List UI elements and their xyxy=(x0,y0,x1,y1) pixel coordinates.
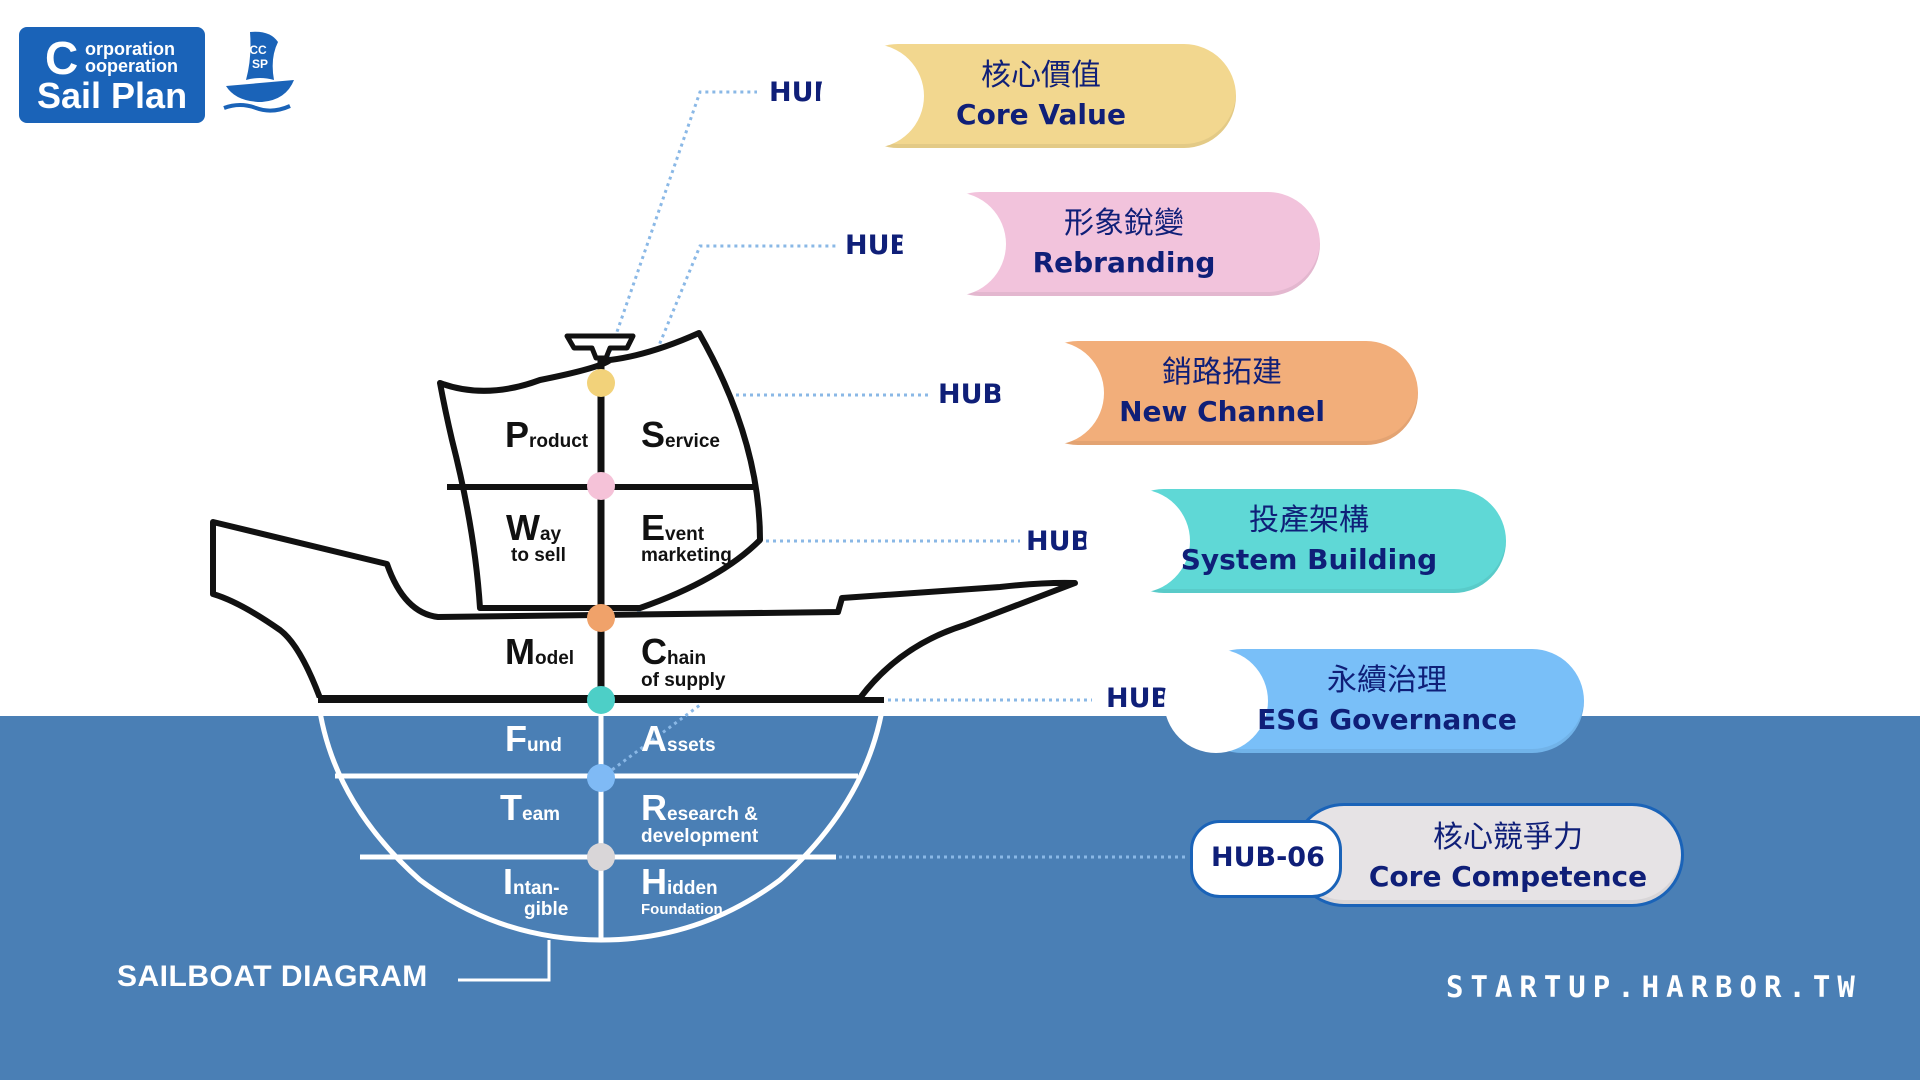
cell-fund: Fund xyxy=(505,718,562,759)
hub-03-zh: 銷路拓建 xyxy=(1162,355,1282,390)
hub-05-en: ESG Governance xyxy=(1257,703,1517,736)
cell-team: Team xyxy=(500,787,560,828)
hub-01-pill: 核心價值 Core Value xyxy=(820,44,1236,148)
hub-04-pill: 投產架構 System Building xyxy=(1086,489,1506,593)
hub-node-6 xyxy=(587,843,615,871)
cell-way: Way xyxy=(506,507,562,548)
hub-04-zh: 投產架構 xyxy=(1249,503,1369,538)
hub-05-zh: 永續治理 xyxy=(1327,663,1447,698)
logo-initial: C xyxy=(45,32,79,84)
diagram-title: SAILBOAT DIAGRAM xyxy=(117,960,428,993)
cell-event-sub: marketing xyxy=(641,545,732,566)
hub-node-4 xyxy=(587,686,615,714)
ccsp-logo: C orporation ooperation Sail Plan xyxy=(19,27,205,123)
mast-top xyxy=(564,333,636,361)
hub-06-pill: 核心競爭力 Core Competence xyxy=(1292,803,1684,907)
hub-04-en: System Building xyxy=(1180,543,1438,576)
hub-node-1 xyxy=(587,369,615,397)
hub-06-en: Core Competence xyxy=(1368,860,1648,893)
svg-text:SP: SP xyxy=(252,57,268,71)
hub-06-zh: 核心競爭力 xyxy=(1433,820,1583,855)
cell-hidden: Hidden xyxy=(641,861,718,902)
cell-event: Event xyxy=(641,507,705,548)
hub-node-3 xyxy=(587,604,615,632)
cell-assets: Assets xyxy=(641,718,716,759)
hub-03-en: New Channel xyxy=(1119,395,1325,428)
logo-line-2: ooperation xyxy=(85,56,178,76)
cell-way-sub: to sell xyxy=(511,545,566,566)
cell-product: Product xyxy=(505,414,589,455)
site-url: STARTUP.HARBOR.TW xyxy=(1446,970,1862,1004)
cell-research-sub: development xyxy=(641,826,759,847)
hub-01-en: Core Value xyxy=(956,98,1126,131)
cell-research: Research & xyxy=(641,787,758,828)
cell-hidden-sub: Foundation xyxy=(641,901,723,918)
hub-02-en: Rebranding xyxy=(1032,246,1216,279)
hub-06-tag: HUB-06 xyxy=(1211,842,1325,873)
svg-text:CC: CC xyxy=(249,43,267,57)
logo-line-1: orporation xyxy=(85,39,175,59)
hub-02-zh: 形象銳變 xyxy=(1064,206,1184,241)
hub-01-zh: 核心價值 xyxy=(981,58,1101,93)
hub-06-tag-box: HUB-06 xyxy=(1190,820,1342,898)
ship-hull xyxy=(210,519,1078,701)
cell-intangible: Intan- xyxy=(503,861,559,902)
cell-chain-sub: of supply xyxy=(641,670,726,691)
cell-chain: Chain xyxy=(641,631,706,672)
ship-emblem-icon: CC SP xyxy=(223,31,294,113)
cell-model: Model xyxy=(505,631,574,672)
cell-intangible-sub: gible xyxy=(524,899,568,920)
cell-service: Service xyxy=(641,414,720,455)
hub-05-pill: 永續治理 ESG Governance xyxy=(1164,649,1584,753)
hub-03-pill: 銷路拓建 New Channel xyxy=(1000,341,1418,445)
hub-node-2 xyxy=(587,472,615,500)
hub-02-pill: 形象銳變 Rebranding xyxy=(902,192,1320,296)
hub-node-5 xyxy=(587,764,615,792)
logo-sail-plan: Sail Plan xyxy=(37,75,188,116)
